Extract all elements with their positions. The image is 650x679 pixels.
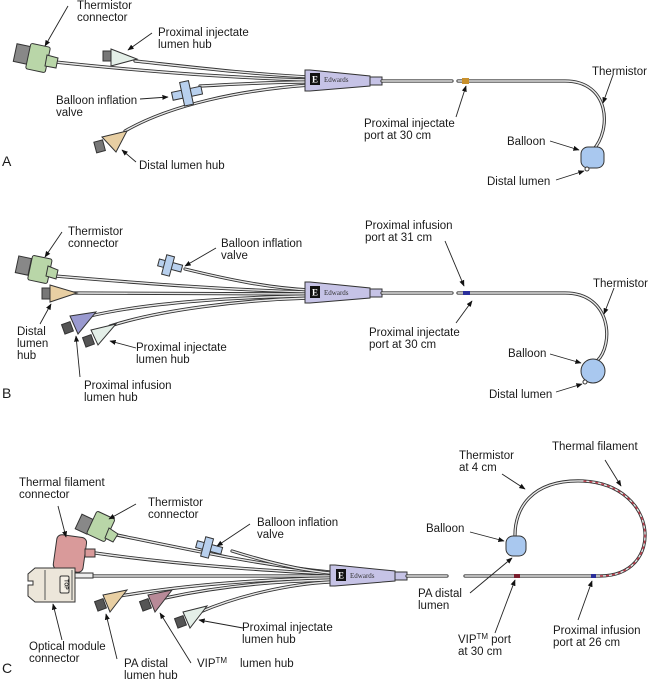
label-balloon-b: Balloon <box>508 348 546 360</box>
proximal-injectate-hub-b <box>81 323 118 348</box>
panel-c-tubes <box>90 532 332 614</box>
thermal-filament-connector-c <box>52 534 96 573</box>
thermistor-connector-b <box>14 255 59 284</box>
panel-b-tubes <box>53 267 312 328</box>
proximal-injectate-port-a <box>462 78 469 84</box>
optical-top-tag: TOP <box>63 579 69 590</box>
pa-distal-hub-c <box>93 589 129 613</box>
balloon-c <box>505 535 527 557</box>
edwards-logo-mark: E <box>312 288 318 298</box>
edwards-logo-mark: E <box>338 571 344 581</box>
label-thermistor-b: Thermistor <box>593 278 648 290</box>
proximal-infusion-port-b <box>463 291 470 295</box>
proximal-infusion-hub-b <box>60 311 98 335</box>
label-balloon-c: Balloon <box>426 523 464 535</box>
thermistor-connector-c <box>74 511 119 543</box>
panel-letter-b: B <box>2 385 11 401</box>
label-balloon-a: Balloon <box>507 136 545 148</box>
label-thermal-filament-c: Thermal filament <box>552 441 638 453</box>
edwards-brand-text: Edwards <box>350 572 375 580</box>
catheter-handle-c: E Edwards <box>329 564 408 587</box>
label-distal-lumen-b: Distal lumen <box>489 389 552 401</box>
balloon-a <box>580 146 605 169</box>
proximal-injectate-hub-a <box>102 48 139 67</box>
edwards-brand-text: Edwards <box>324 76 349 84</box>
label-distal-lumen-a: Distal lumen <box>487 176 550 188</box>
label-thermistor-a: Thermistor <box>592 66 647 78</box>
panel-letter-a: A <box>2 153 12 169</box>
vip-port-c <box>514 574 520 578</box>
edwards-logo-mark: E <box>312 75 318 85</box>
distal-lumen-hub-a <box>93 130 128 154</box>
panel-c: TOP E Edwards <box>2 441 647 679</box>
distal-lumen-tip-a <box>584 166 590 172</box>
catheter-handle-b: E Edwards <box>304 281 383 304</box>
proximal-injectate-hub-c <box>173 605 209 629</box>
balloon-inflation-valve-c <box>195 536 224 559</box>
distal-lumen-tip-b <box>582 379 588 385</box>
thermistor-connector-a <box>12 43 59 73</box>
label-distal-lumen-hub-a: Distal lumen hub <box>139 160 225 172</box>
panel-a-tubes <box>53 59 312 133</box>
proximal-infusion-port-c <box>591 574 596 578</box>
balloon-b <box>580 358 606 384</box>
balloon-inflation-valve-a <box>170 80 204 107</box>
panel-letter-c: C <box>2 660 12 676</box>
thermal-filament-c <box>582 480 646 577</box>
optical-module-connector-c: TOP <box>27 567 94 603</box>
balloon-inflation-valve-b <box>157 254 184 277</box>
distal-lumen-hub-b <box>41 284 79 303</box>
edwards-brand-text: Edwards <box>324 289 349 297</box>
catheter-handle-a: E Edwards <box>304 69 383 92</box>
vip-lumen-hub-c <box>138 589 174 613</box>
